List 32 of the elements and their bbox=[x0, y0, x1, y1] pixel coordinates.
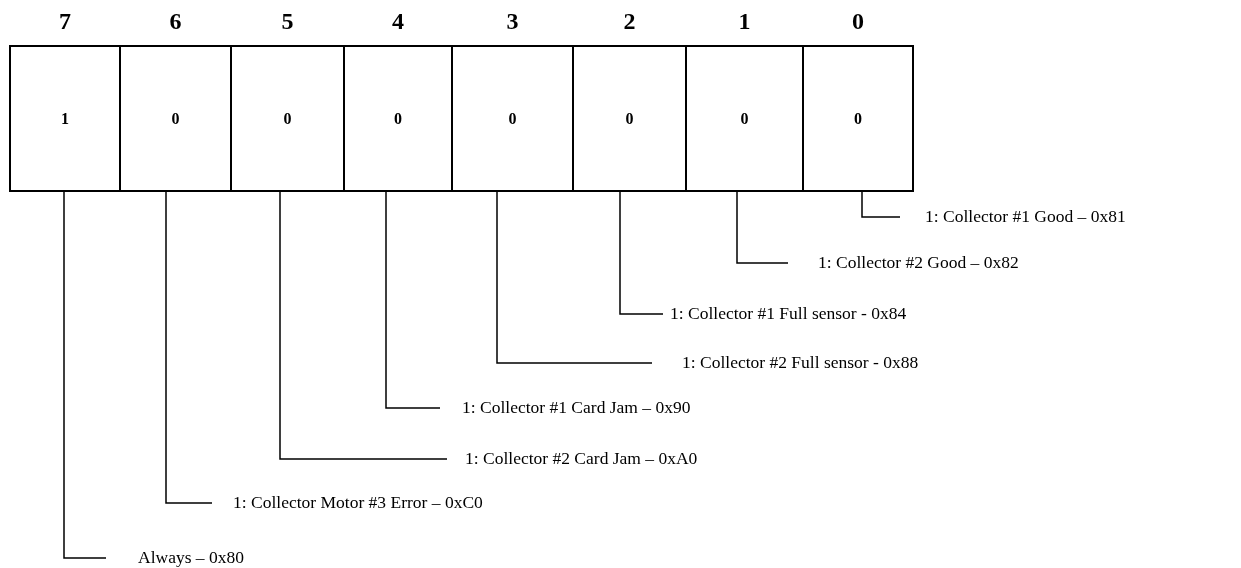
bit-value: 0 bbox=[283, 109, 292, 128]
bit-description: 1: Collector #1 Good – 0x81 bbox=[900, 206, 1126, 226]
bit-description: 1: Collector #1 Full sensor - 0x84 bbox=[663, 303, 907, 323]
bit-number: 5 bbox=[281, 8, 294, 34]
leader-line bbox=[496, 191, 653, 364]
leader-line bbox=[736, 191, 789, 264]
bit-value: 0 bbox=[625, 109, 634, 128]
bit-number: 6 bbox=[169, 8, 182, 34]
bit-description: 1: Collector #2 Good – 0x82 bbox=[788, 252, 1019, 272]
bit-description: 1: Collector #2 Full sensor - 0x88 bbox=[652, 352, 919, 372]
bit-number: 7 bbox=[59, 8, 71, 34]
bit-description: Always – 0x80 bbox=[106, 547, 244, 567]
bit-number: 0 bbox=[852, 8, 864, 34]
bit-value: 0 bbox=[740, 109, 749, 128]
bit-value: 0 bbox=[508, 109, 517, 128]
leader-line bbox=[279, 191, 448, 460]
leader-line bbox=[861, 191, 901, 218]
bit-description: 1: Collector #2 Card Jam – 0xA0 bbox=[447, 448, 698, 468]
bit-value: 1 bbox=[61, 109, 69, 128]
leader-line bbox=[165, 191, 213, 504]
bit-description: 1: Collector Motor #3 Error – 0xC0 bbox=[212, 492, 483, 512]
bit-value: 0 bbox=[394, 109, 402, 128]
bit-description: 1: Collector #1 Card Jam – 0x90 bbox=[440, 397, 691, 417]
leader-line bbox=[385, 191, 441, 409]
bit-value: 0 bbox=[854, 109, 862, 128]
bit-number: 4 bbox=[392, 8, 404, 34]
bit-value: 0 bbox=[171, 109, 180, 128]
bit-number: 1 bbox=[738, 8, 751, 34]
leader-line bbox=[63, 191, 107, 559]
bit-number: 2 bbox=[623, 8, 636, 34]
bit-number: 3 bbox=[506, 8, 519, 34]
leader-line bbox=[619, 191, 664, 315]
